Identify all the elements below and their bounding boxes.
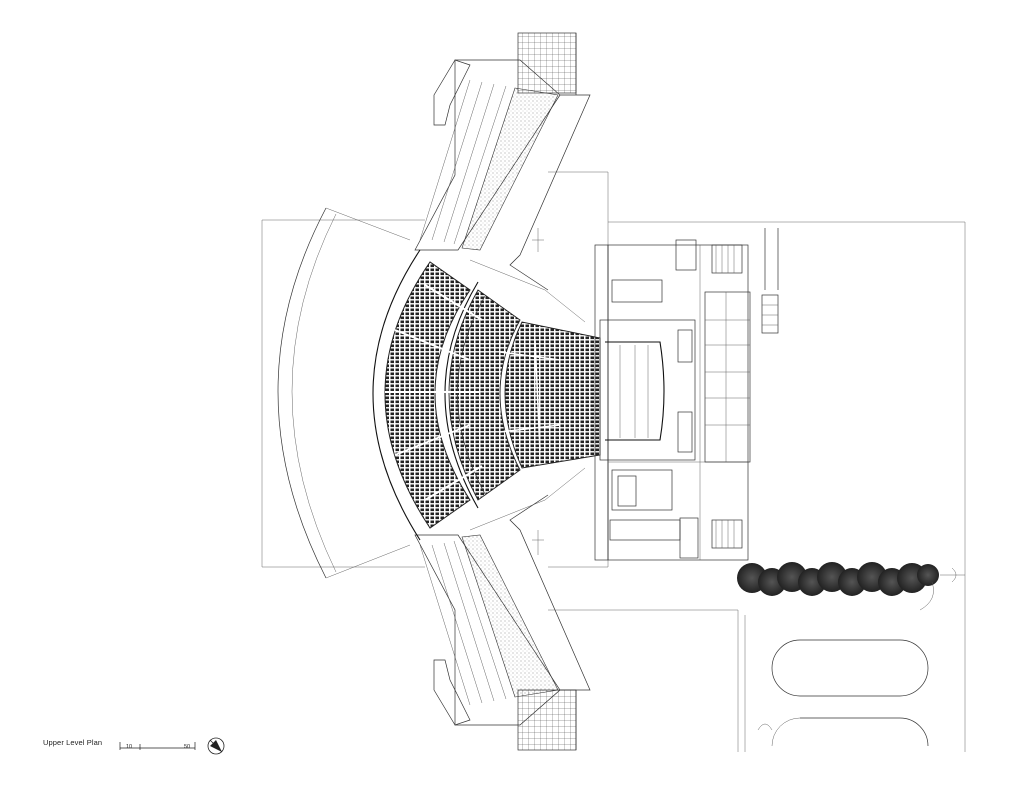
scale-label-10: 10 <box>126 744 133 750</box>
drawing-title: Upper Level Plan <box>43 738 103 747</box>
tree-row <box>737 562 939 596</box>
scale-bar <box>119 742 196 750</box>
auditorium-seating <box>372 249 601 541</box>
parking-area <box>744 567 965 752</box>
scale-label-50: 50 <box>184 744 191 750</box>
north-arrow-icon <box>207 737 225 755</box>
canopy-outline <box>277 207 411 579</box>
upper-ramp-wing <box>414 32 591 291</box>
stage-building <box>594 228 779 561</box>
lower-ramp-wing <box>414 494 591 751</box>
